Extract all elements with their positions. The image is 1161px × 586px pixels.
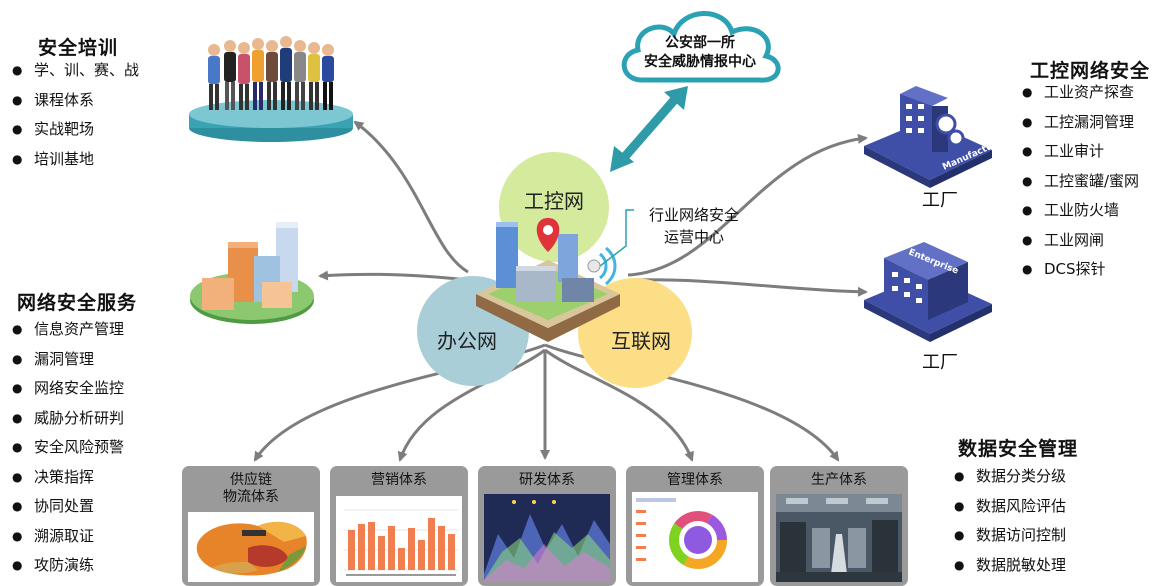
cloud-label: 公安部一所 安全威胁情报中心	[632, 34, 768, 72]
factory-top-label: 工厂	[922, 190, 958, 211]
donut-chart-thumbnail	[632, 492, 758, 582]
training-people-illustration	[189, 36, 353, 142]
arrow-to-services	[318, 270, 469, 282]
system-label: 生产体系	[811, 472, 867, 488]
system-label: 管理体系	[667, 472, 723, 488]
center-line2: 运营中心	[663, 228, 724, 246]
list-item: 数据风险评估	[954, 492, 1066, 522]
system-label: 营销体系	[371, 472, 427, 488]
arrow-to-factory-bottom	[627, 278, 868, 297]
list-item: 漏洞管理	[12, 345, 124, 375]
data-security-list: 数据分类分级 数据风险评估 数据访问控制 数据脱敏处理	[954, 462, 1066, 580]
system-box-marketing: 营销体系	[330, 466, 468, 586]
training-title: 安全培训	[38, 37, 119, 59]
ics-network-label: 工控网	[524, 188, 584, 213]
ics-security-list: 工业资产探查 工控漏洞管理 工业审计 工控蜜罐/蜜网 工业防火墙 工业网闸 DC…	[1022, 78, 1139, 285]
arrow-to-marketing	[397, 348, 546, 462]
list-item: 信息资产管理	[12, 315, 124, 345]
system-box-management: 管理体系	[626, 466, 764, 586]
list-item: 工业审计	[1022, 137, 1139, 167]
office-network-label: 办公网	[437, 328, 497, 353]
system-box-rnd: 研发体系	[478, 466, 616, 586]
list-item: 数据脱敏处理	[954, 551, 1066, 581]
city-buildings-illustration	[190, 222, 314, 324]
arrow-to-training	[353, 120, 469, 274]
factory-enterprise-illustration: Enterprise	[864, 242, 992, 342]
arrow-to-production	[544, 343, 840, 462]
list-item: DCS探针	[1022, 255, 1139, 285]
list-item: 工业网闸	[1022, 226, 1139, 256]
double-arrow-threat-intel	[610, 86, 688, 172]
factory-bottom-label: 工厂	[922, 352, 958, 373]
training-list: 学、训、赛、战 课程体系 实战靶场 培训基地	[12, 56, 139, 174]
center-line1: 行业网络安全	[648, 206, 739, 224]
area-chart-thumbnail	[484, 494, 610, 582]
list-item: 工业资产探查	[1022, 78, 1139, 108]
list-item: 数据访问控制	[954, 521, 1066, 551]
cloud-icon	[621, 11, 781, 83]
list-item: 协同处置	[12, 492, 124, 522]
list-item: 安全风险预警	[12, 433, 124, 463]
system-label: 供应链 物流体系	[223, 472, 279, 505]
arrow-to-management	[544, 348, 694, 462]
list-item: 课程体系	[12, 86, 139, 116]
list-item: 实战靶场	[12, 115, 139, 145]
list-item: 攻防演练	[12, 551, 124, 581]
ics-security-title: 工控网络安全	[1030, 60, 1151, 82]
cloud-line1: 公安部一所	[665, 35, 735, 51]
services-list: 信息资产管理 漏洞管理 网络安全监控 威胁分析研判 安全风险预警 决策指挥 协同…	[12, 315, 124, 581]
china-map-thumbnail	[188, 512, 314, 582]
list-item: 决策指挥	[12, 463, 124, 493]
list-item: 数据分类分级	[954, 462, 1066, 492]
factory-floor-photo	[776, 494, 902, 582]
internet-network-label: 互联网	[611, 328, 671, 353]
arrow-to-factory-top	[627, 133, 868, 277]
system-box-production: 生产体系	[770, 466, 908, 586]
data-security-title: 数据安全管理	[958, 438, 1079, 460]
list-item: 工控蜜罐/蜜网	[1022, 167, 1139, 197]
bar-chart-thumbnail	[336, 496, 462, 582]
list-item: 工控漏洞管理	[1022, 108, 1139, 138]
list-item: 学、训、赛、战	[12, 56, 139, 86]
list-item: 培训基地	[12, 145, 139, 175]
cloud-line2: 安全威胁情报中心	[644, 54, 756, 70]
factory-manufacture-illustration: Manufacture	[864, 86, 994, 188]
system-box-supply-chain: 供应链 物流体系	[182, 466, 320, 586]
list-item: 威胁分析研判	[12, 404, 124, 434]
operations-center-island	[476, 218, 620, 342]
list-item: 网络安全监控	[12, 374, 124, 404]
operations-center-label: 行业网络安全 运营中心	[638, 204, 750, 248]
list-item: 工业防火墙	[1022, 196, 1139, 226]
system-label: 研发体系	[519, 472, 575, 488]
services-title: 网络安全服务	[17, 292, 138, 314]
list-item: 溯源取证	[12, 522, 124, 552]
center-callout-line	[599, 209, 634, 267]
